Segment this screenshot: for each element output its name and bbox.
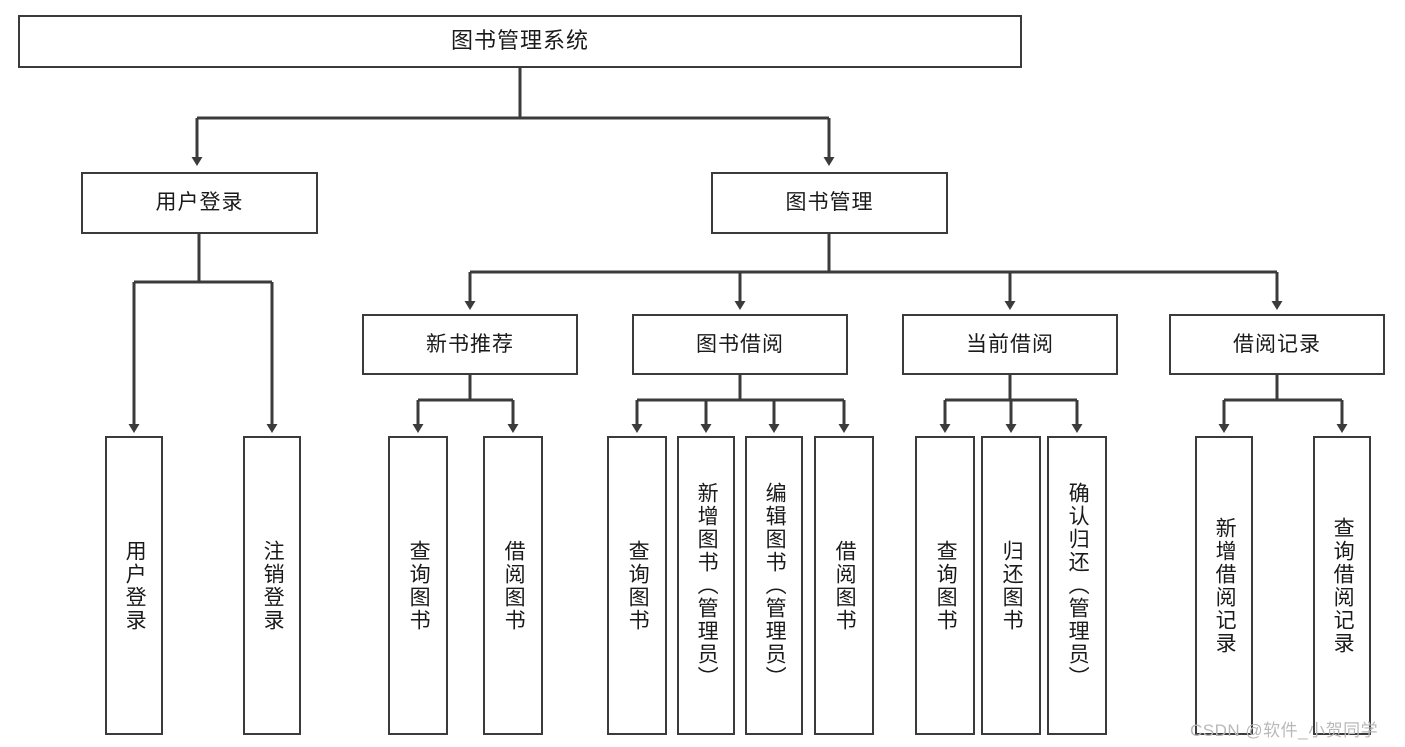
leaf-label: 用户登录 bbox=[123, 539, 147, 632]
leaf-label: 注销登录 bbox=[261, 539, 285, 632]
leaf-current-query-book[interactable]: 查询图书 bbox=[915, 436, 975, 735]
csdn-watermark: CSDN @软件_小贺同学 bbox=[1190, 721, 1379, 740]
leaf-borrow-borrow-book[interactable]: 借阅图书 bbox=[814, 436, 874, 735]
leaf-label: 编辑图书（管理员） bbox=[763, 482, 787, 689]
node-root-system[interactable]: 图书管理系统 bbox=[18, 15, 1022, 68]
leaf-label: 归还图书 bbox=[1000, 539, 1024, 632]
node-new-book-recommend[interactable]: 新书推荐 bbox=[362, 314, 578, 375]
leaf-label: 查询图书 bbox=[934, 539, 958, 632]
leaf-borrow-query-book[interactable]: 查询图书 bbox=[607, 436, 667, 735]
leaf-label: 查询图书 bbox=[626, 539, 650, 632]
leaf-current-return-book[interactable]: 归还图书 bbox=[981, 436, 1041, 735]
leaf-label: 确认归还（管理员） bbox=[1066, 482, 1090, 689]
leaf-current-confirm-return-admin[interactable]: 确认归还（管理员） bbox=[1047, 436, 1107, 735]
leaf-newbook-borrow-book[interactable]: 借阅图书 bbox=[483, 436, 543, 735]
leaf-borrow-add-book-admin[interactable]: 新增图书（管理员） bbox=[677, 436, 735, 735]
leaf-label: 查询借阅记录 bbox=[1331, 516, 1355, 655]
node-current-borrow[interactable]: 当前借阅 bbox=[902, 314, 1118, 375]
leaf-records-query-record[interactable]: 查询借阅记录 bbox=[1313, 436, 1371, 735]
leaf-label: 借阅图书 bbox=[833, 539, 857, 632]
leaf-label: 借阅图书 bbox=[502, 539, 526, 632]
leaf-label: 新增图书（管理员） bbox=[695, 482, 719, 689]
leaf-label: 查询图书 bbox=[407, 539, 431, 632]
node-book-management[interactable]: 图书管理 bbox=[711, 172, 948, 234]
leaf-user-login[interactable]: 用户登录 bbox=[105, 436, 163, 735]
node-borrow-records[interactable]: 借阅记录 bbox=[1169, 314, 1385, 375]
leaf-label: 新增借阅记录 bbox=[1213, 516, 1237, 655]
node-user-login[interactable]: 用户登录 bbox=[81, 172, 318, 234]
leaf-records-add-record[interactable]: 新增借阅记录 bbox=[1195, 436, 1253, 735]
leaf-newbook-query-book[interactable]: 查询图书 bbox=[388, 436, 448, 735]
leaf-borrow-edit-book-admin[interactable]: 编辑图书（管理员） bbox=[745, 436, 803, 735]
node-book-borrow[interactable]: 图书借阅 bbox=[632, 314, 848, 375]
leaf-user-logout[interactable]: 注销登录 bbox=[243, 436, 301, 735]
